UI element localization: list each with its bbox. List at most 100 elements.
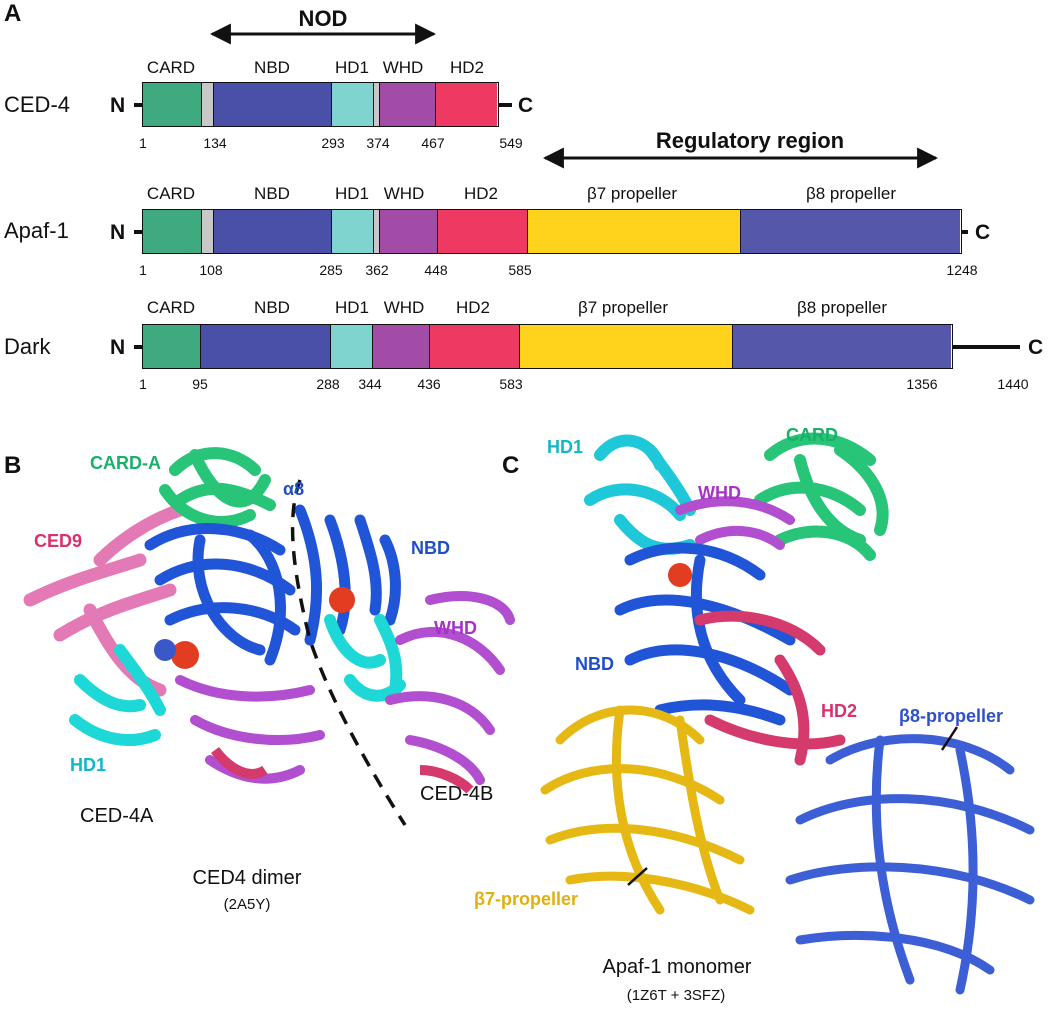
ced4-domain-bar xyxy=(142,82,499,127)
ced4-tick-1: 1 xyxy=(139,135,147,151)
apaf1-nbd-segment xyxy=(213,210,331,253)
apaf1-card-label: CARD xyxy=(786,425,838,445)
apaf1-b8-label: β8-propeller xyxy=(899,706,1004,726)
ced4-tick-549: 549 xyxy=(499,135,523,151)
ced4-linker-segment xyxy=(201,83,213,126)
dark-tick-95: 95 xyxy=(192,376,208,392)
apaf1-card xyxy=(754,432,889,561)
dark-b8-segment xyxy=(732,325,951,368)
ced4a-whd xyxy=(175,675,325,784)
apaf1-whd-label: WHD xyxy=(383,184,425,203)
ced4a-hd2 xyxy=(211,746,268,779)
dark-tick-1: 1 xyxy=(139,376,147,392)
apaf1-hd1-label: HD1 xyxy=(547,437,584,457)
ced4-card-label: CARD xyxy=(146,58,196,77)
apaf1-hd2-segment xyxy=(437,210,527,253)
dark-hd1-segment xyxy=(330,325,372,368)
regulatory-region-label: Regulatory region xyxy=(655,128,845,153)
ced4-n-term: N xyxy=(110,94,126,117)
ced4a-hd1 xyxy=(69,644,166,746)
dark-n-term: N xyxy=(110,336,126,359)
dark-whd-label: WHD xyxy=(383,298,425,317)
ced4-whd-label: WHD xyxy=(382,58,424,77)
apaf1-b7-label: β7-propeller xyxy=(474,889,579,909)
apaf1-tick-108: 108 xyxy=(199,262,223,278)
apaf1-nbd xyxy=(614,542,796,726)
apaf1-b8-label: β8 propeller xyxy=(805,184,897,203)
apaf1-tick-285: 285 xyxy=(319,262,343,278)
dark-nbd-label: NBD xyxy=(254,298,290,317)
dark-hd1-label: HD1 xyxy=(334,298,370,317)
apaf1-domain-bar xyxy=(142,209,962,254)
ced4-c-term: C xyxy=(518,94,534,117)
apaf1-whd-segment xyxy=(379,210,437,253)
card-a-label: CARD-A xyxy=(90,453,161,473)
dark-tick-288: 288 xyxy=(316,376,340,392)
apaf1-nbd-label: NBD xyxy=(254,184,290,203)
ced4-hd2-segment xyxy=(435,83,497,126)
ced4b-nbd-label: NBD xyxy=(411,538,450,558)
panel-b-pdb-id: (2A5Y) xyxy=(223,896,271,913)
ced4-dimer-structure xyxy=(23,447,515,826)
dark-tick-436: 436 xyxy=(417,376,441,392)
ced4b-hd1 xyxy=(324,614,406,702)
ced4-tick-374: 374 xyxy=(366,135,390,151)
card-a-domain xyxy=(159,447,276,528)
ced4a-nucleotide-2 xyxy=(154,639,176,661)
nod-label: NOD xyxy=(298,6,348,31)
apaf1-hd2 xyxy=(694,610,846,766)
ced4a-hd1-label: HD1 xyxy=(70,755,107,775)
dark-tick-344: 344 xyxy=(358,376,382,392)
apaf1-linker2-segment xyxy=(373,210,379,253)
dark-tick-1440: 1440 xyxy=(997,376,1029,392)
apaf1-linker-segment xyxy=(201,210,213,253)
ced4a-nbd xyxy=(144,523,301,666)
apaf1-tick-362: 362 xyxy=(365,262,389,278)
ced4b-nbd xyxy=(294,504,401,646)
dark-card-segment xyxy=(143,325,200,368)
dark-nbd-segment xyxy=(200,325,330,368)
apaf1-hd1 xyxy=(584,434,696,555)
dark-tick-583: 583 xyxy=(499,376,523,392)
panel-b-letter: B xyxy=(4,452,22,479)
apaf1-name: Apaf-1 xyxy=(4,218,69,243)
panel-a-letter: A xyxy=(4,0,22,27)
ced4-nbd-label: NBD xyxy=(254,58,290,77)
panel-c-letter: C xyxy=(502,452,520,479)
apaf1-nbd-label: NBD xyxy=(575,654,614,674)
apaf1-b8-propeller xyxy=(785,734,1035,995)
ced4-hd2-label: HD2 xyxy=(449,58,485,77)
dark-whd-segment xyxy=(372,325,429,368)
dark-domain-bar xyxy=(142,324,953,369)
panel-b-caption: CED4 dimer xyxy=(192,867,302,889)
dark-c-term: C xyxy=(1028,336,1044,359)
ced4b-hd2 xyxy=(419,765,474,794)
apaf1-tick-1: 1 xyxy=(139,262,147,278)
apaf1-b7-segment xyxy=(527,210,740,253)
b7-pointer-line xyxy=(627,867,648,886)
apaf1-n-term: N xyxy=(110,221,126,244)
ced4-card-segment xyxy=(143,83,201,126)
ced4-hd1-segment xyxy=(331,83,373,126)
apaf1-hd2-label: HD2 xyxy=(463,184,499,203)
ced4a-label: CED-4A xyxy=(80,805,154,827)
dark-tick-1356: 1356 xyxy=(906,376,938,392)
apaf1-tick-448: 448 xyxy=(424,262,448,278)
apaf1-hd2-label: HD2 xyxy=(821,701,858,721)
apaf1-monomer-structure xyxy=(540,432,1035,995)
apaf1-tick-1248: 1248 xyxy=(946,262,978,278)
panel-c-caption: Apaf-1 monomer xyxy=(602,956,752,978)
dark-card-label: CARD xyxy=(146,298,196,317)
ced9-label: CED9 xyxy=(34,531,83,551)
alpha8-label: α8 xyxy=(283,479,305,499)
ced4-tick-134: 134 xyxy=(203,135,227,151)
dark-hd2-segment xyxy=(429,325,519,368)
dark-b8-label: β8 propeller xyxy=(796,298,888,317)
apaf1-b7-propeller xyxy=(540,705,755,915)
apaf1-card-label: CARD xyxy=(146,184,196,203)
b8-pointer-line xyxy=(940,726,959,751)
ced4-linker2-segment xyxy=(373,83,379,126)
ced4-whd-segment xyxy=(379,83,435,126)
